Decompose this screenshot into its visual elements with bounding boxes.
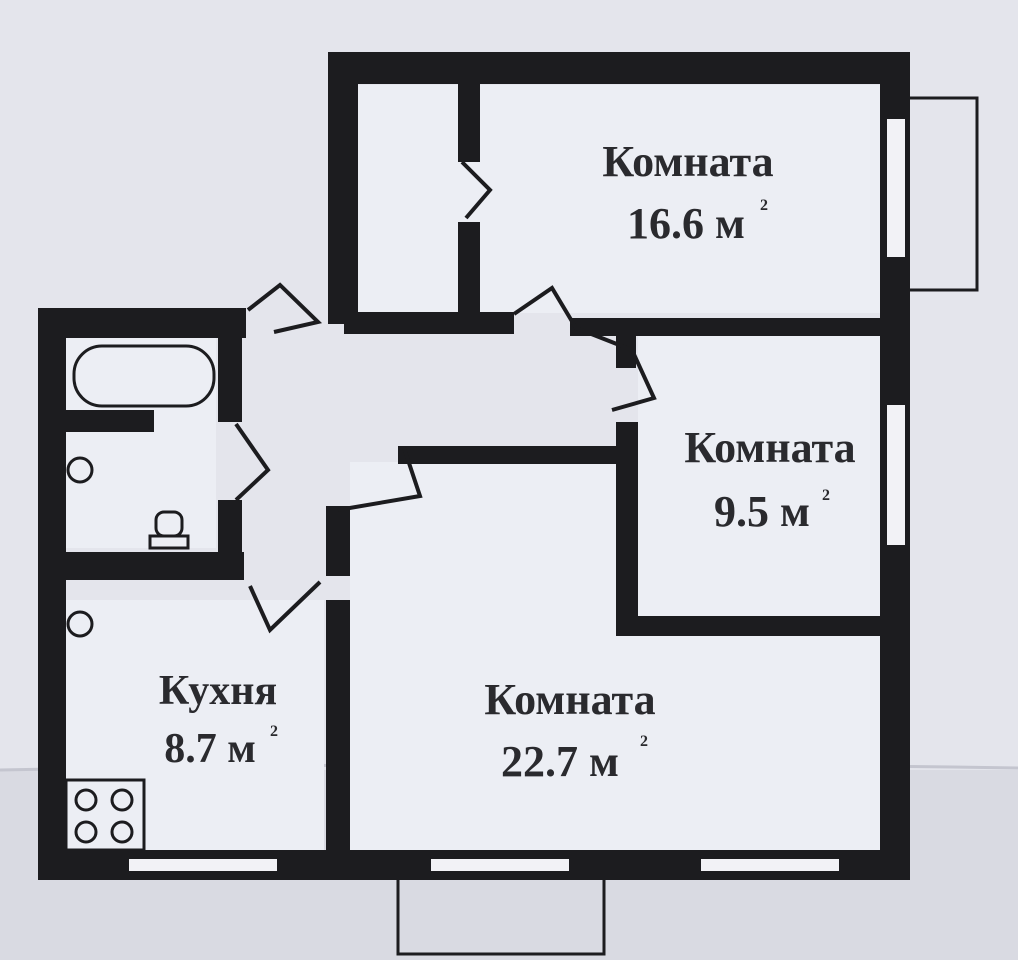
room-name: Комната <box>484 675 655 724</box>
area-unit-sup: 2 <box>640 733 648 750</box>
room-area: 8.7 м <box>164 726 256 772</box>
room-name: Кухня <box>159 668 277 714</box>
room-name: Комната <box>684 423 855 472</box>
room-area: 22.7 м <box>501 737 619 786</box>
balcony-bottom <box>396 866 606 956</box>
door-swings <box>234 160 657 634</box>
room-label-kitchen: Кухня 8.7 м 2 <box>159 668 278 772</box>
inner-walls <box>64 84 890 850</box>
wall-sockets <box>66 456 94 638</box>
windows <box>127 117 907 873</box>
bathtub <box>72 344 216 408</box>
balcony-top-right <box>903 96 979 292</box>
room-floors <box>66 85 890 852</box>
stove <box>64 778 146 852</box>
area-unit-sup: 2 <box>822 487 830 504</box>
room-area: 9.5 м <box>714 487 810 536</box>
area-unit-sup: 2 <box>270 723 278 740</box>
toilet <box>148 510 190 550</box>
area-unit-sup: 2 <box>760 197 768 214</box>
room-label-2: Комната 9.5 м 2 <box>684 423 855 536</box>
room-area: 16.6 м <box>627 199 745 248</box>
room-label-1: Комната 16.6 м 2 <box>602 137 773 248</box>
room-label-3: Комната 22.7 м 2 <box>484 675 655 786</box>
room-name: Комната <box>602 137 773 186</box>
